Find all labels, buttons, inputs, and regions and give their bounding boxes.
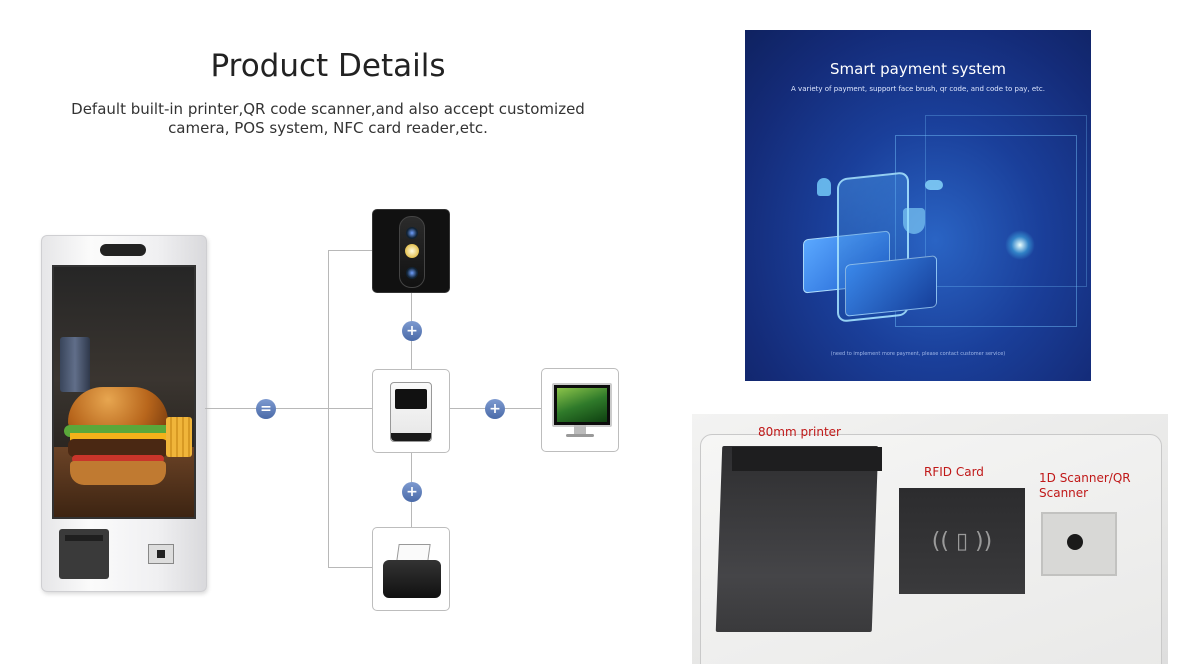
qr-scanner-image: [372, 369, 450, 453]
pos-monitor-image: [541, 368, 619, 452]
kiosk-screen: [52, 265, 196, 519]
page-title: Product Details: [210, 48, 446, 84]
kiosk-image: [41, 235, 207, 592]
user-icon: [817, 178, 831, 196]
smart-payment-image: Smart payment system A variety of paymen…: [745, 30, 1091, 381]
page-subtitle: Default built-in printer,QR code scanner…: [60, 100, 596, 138]
camera-module-image: [372, 209, 450, 293]
cloud-icon: [925, 180, 943, 190]
connector-line: [328, 250, 373, 251]
payment-title: Smart payment system: [830, 60, 1006, 78]
connector-line: [205, 408, 373, 409]
scanner-label-line-1: 1D Scanner/QR: [1039, 471, 1131, 485]
plus-icon: +: [402, 321, 422, 341]
receipt-printer-image: [372, 527, 450, 611]
subtitle-line-2: camera, POS system, NFC card reader,etc.: [168, 119, 488, 137]
scanner-label: 1D Scanner/QR Scanner: [1039, 471, 1131, 501]
connector-line: [328, 567, 373, 568]
camera-icon: [399, 216, 425, 288]
scanner-lens-icon: [1067, 534, 1083, 550]
qr-scanner-icon: [390, 382, 432, 442]
nfc-icon: (( ▯ )): [931, 529, 993, 554]
hardware-photo: (( ▯ )) 80mm printer RFID Card 1D Scanne…: [692, 414, 1168, 664]
burger-image: [64, 387, 172, 497]
equals-icon: =: [256, 399, 276, 419]
monitor-icon: [552, 383, 612, 427]
rfid-reader-hardware: [899, 488, 1025, 594]
kiosk-printer: [59, 529, 109, 579]
shield-icon: [903, 208, 925, 234]
scanner-label-line-2: Scanner: [1039, 486, 1089, 500]
printer-icon: [383, 544, 441, 598]
rfid-label: RFID Card: [924, 465, 984, 479]
printer-hardware: [715, 446, 879, 632]
connector-line: [328, 250, 329, 568]
plus-icon: +: [485, 399, 505, 419]
payment-note: (need to implement more payment, please …: [830, 351, 1006, 357]
payment-subtitle: A variety of payment, support face brush…: [791, 85, 1045, 93]
subtitle-line-1: Default built-in printer,QR code scanner…: [71, 100, 585, 118]
credit-card-icon: [845, 255, 937, 317]
kiosk-camera: [100, 244, 146, 256]
printer-label: 80mm printer: [758, 425, 841, 439]
plus-icon: +: [402, 482, 422, 502]
kiosk-scanner: [148, 544, 174, 564]
